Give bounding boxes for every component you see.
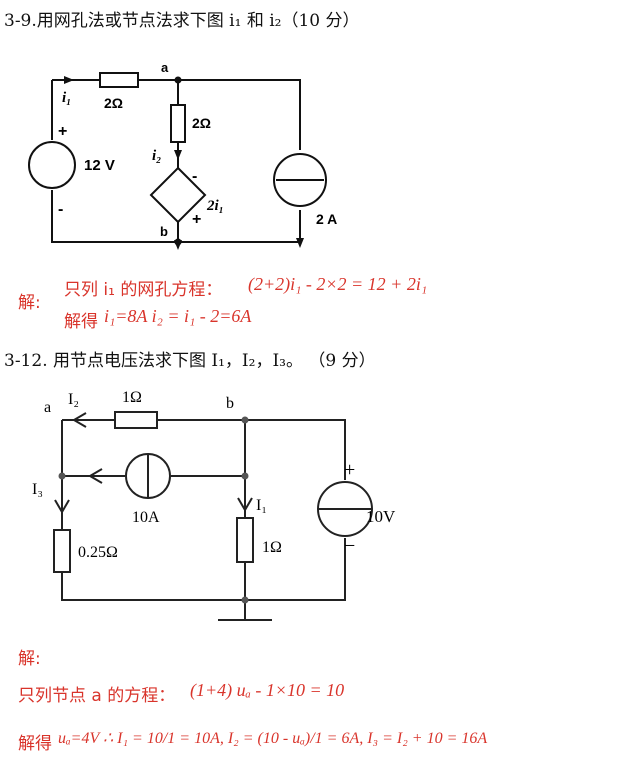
- current-source-10a: [125, 453, 171, 499]
- label-2a: 2 A: [316, 211, 337, 227]
- arrow-i1: [64, 76, 74, 84]
- node-dot-bottom: [241, 596, 249, 604]
- label-resistor-top: 2Ω: [104, 95, 123, 111]
- resistor-1ohm-top: [114, 411, 158, 429]
- label-i2: i₂: [152, 148, 161, 164]
- solution1-line2-eq: i₁=8A i₂ = i₁ - 2=6A: [104, 306, 252, 326]
- label-10v: 10V: [366, 507, 396, 526]
- label-12v: 12 V: [84, 157, 115, 174]
- solution1-line1-prefix: 只列 i₁ 的网孔方程：: [64, 280, 223, 300]
- label-vs2-plus: +: [344, 459, 355, 481]
- arrow-I3: [54, 499, 70, 514]
- solution1-label: 解:: [18, 293, 41, 313]
- solution2-line2-prefix: 解得: [18, 734, 52, 754]
- voltage-source-12v: [28, 141, 76, 189]
- arrow-b: [174, 240, 182, 250]
- dependent-source: [149, 166, 207, 224]
- solution1-line2-prefix: 解得: [64, 312, 98, 332]
- label-node-b: b: [160, 224, 168, 239]
- label-resistor-1ohm-top: 1Ω: [122, 389, 142, 406]
- label-I3: I₃: [32, 481, 43, 498]
- label-resistor-1ohm-mid: 1Ω: [262, 539, 282, 556]
- label-vs-minus: -: [58, 201, 63, 218]
- node-b-dot: [174, 238, 182, 246]
- solution2-line2-eq: uₐ=4V ∴ I₁ = 10/1 = 10A, I₂ = (10 - uₐ)/…: [58, 730, 488, 747]
- label-dep-plus: +: [192, 211, 201, 228]
- label-10a: 10A: [132, 509, 160, 526]
- label-I2: I₂: [68, 391, 79, 408]
- label-resistor-025: 0.25Ω: [78, 544, 118, 561]
- resistor-2ohm-mid: [170, 104, 186, 143]
- node-a-dot: [174, 76, 182, 84]
- label-resistor-mid: 2Ω: [192, 115, 211, 131]
- arrow-I1: [237, 497, 253, 512]
- solution2-line1-eq: (1+4) uₐ - 1×10 = 10: [190, 680, 345, 700]
- arrow-10a: [88, 468, 103, 484]
- node-b-dot: [241, 416, 249, 424]
- problem1-title: 3-9.用网孔法或节点法求下图 i₁ 和 i₂（10 分）: [4, 11, 360, 31]
- label-dep-minus: -: [192, 168, 197, 185]
- label-node-a: a: [161, 60, 169, 75]
- resistor-025ohm: [53, 529, 71, 573]
- label-vs2-minus: −: [344, 535, 355, 557]
- label-I1: I₁: [256, 497, 267, 514]
- problem2-title: 3-12. 用节点电压法求下图 I₁，I₂，I₃。 （9 分）: [4, 351, 376, 371]
- resistor-1ohm-mid: [236, 517, 254, 563]
- current-source-2a: [273, 153, 327, 207]
- solution2-line1-prefix: 只列节点 a 的方程：: [18, 686, 176, 706]
- resistor-2ohm-top: [99, 72, 139, 88]
- label-dep-source: 2i₁: [206, 198, 224, 214]
- label-vs-plus: +: [58, 123, 67, 140]
- label-node-b2: b: [226, 395, 234, 412]
- solution1-line1-eq: (2+2)i₁ - 2×2 = 12 + 2i₁: [248, 274, 428, 294]
- arrow-I2: [72, 412, 87, 428]
- node-dot-left: [58, 472, 66, 480]
- label-node-a2: a: [44, 399, 51, 416]
- node-dot-mid: [241, 472, 249, 480]
- arrow-i2: [174, 150, 182, 160]
- label-i1: i₁: [62, 90, 71, 106]
- solution2-label: 解:: [18, 649, 41, 669]
- arrow-2a: [296, 238, 304, 248]
- voltage-source-10v: [317, 481, 373, 537]
